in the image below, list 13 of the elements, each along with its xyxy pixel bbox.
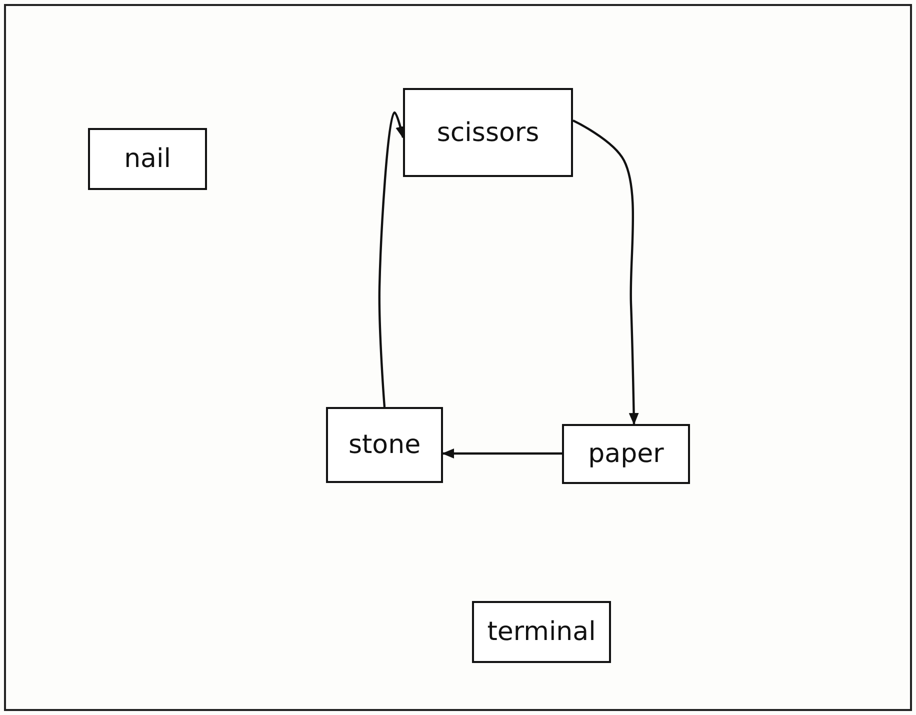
arrow: [378, 111, 406, 408]
node-label: stone: [348, 430, 421, 460]
process-box: [562, 424, 690, 484]
process-box: [326, 407, 443, 483]
node-label: nail: [124, 144, 171, 174]
process-box: [472, 601, 611, 663]
node-label: paper: [588, 439, 664, 469]
arrow: [442, 448, 562, 458]
node-label: scissors: [436, 118, 540, 148]
arrow: [572, 120, 639, 425]
process-box: [88, 128, 207, 190]
process-box: [403, 88, 573, 177]
node-label: terminal: [487, 617, 596, 647]
